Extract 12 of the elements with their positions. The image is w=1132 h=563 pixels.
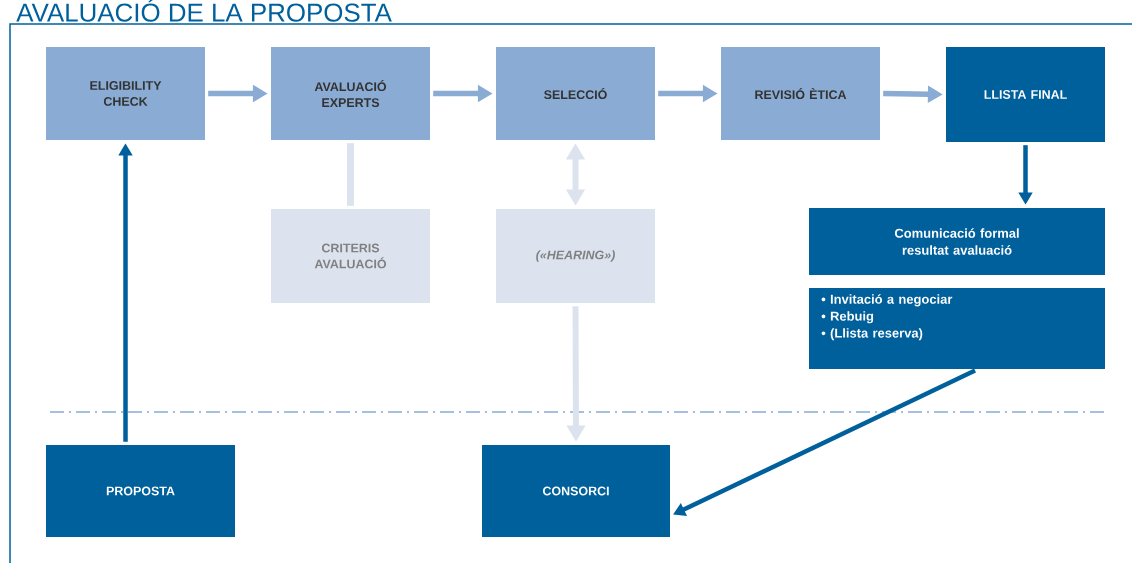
result-box: Comunicació formal resultat avaluació	[809, 208, 1105, 275]
note-box: CRITERIS AVALUACIÓ	[271, 209, 430, 303]
title: AVALUACIÓ DE LA PROPOSTA	[16, 0, 392, 22]
process-box: ELIGIBILITY CHECK	[46, 47, 205, 140]
process-box: SELECCIÓ	[496, 47, 655, 140]
process-box: LLISTA FINAL	[946, 47, 1105, 142]
list-box: • Invitació a negociar • Rebuig • (Llista reserva)	[809, 288, 1105, 369]
process-box: CONSORCI	[482, 445, 670, 537]
process-box: AVALUACIÓ EXPERTS	[271, 47, 430, 140]
process-box: PROPOSTA	[46, 445, 235, 537]
process-box: REVISIÓ ÈTICA	[721, 47, 880, 140]
note-box: («HEARING»)	[496, 209, 655, 303]
